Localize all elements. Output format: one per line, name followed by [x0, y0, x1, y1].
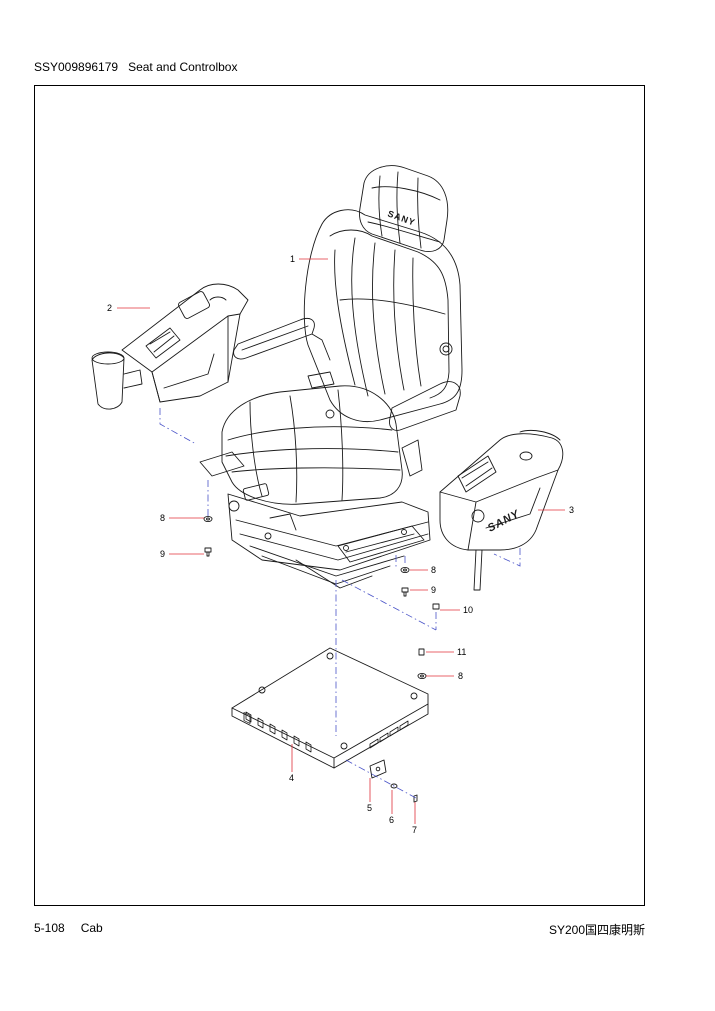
- page-header: SSY009896179 Seat and Controlbox: [34, 60, 237, 74]
- page-footer-left: 5-108 Cab: [34, 921, 103, 935]
- assembly-centerlines: [159, 408, 521, 799]
- callout-8b: 8: [431, 565, 436, 575]
- seat-cushion: [221, 385, 403, 505]
- seat-assembly: [199, 165, 463, 589]
- callout-3: 3: [569, 505, 574, 515]
- page-number: 5-108: [34, 921, 65, 935]
- left-controlbox: [91, 283, 249, 410]
- diagram-frame: [34, 85, 645, 906]
- callout-1: 1: [290, 254, 295, 264]
- seat-headrest: [359, 165, 449, 252]
- callout-8c: 8: [458, 671, 463, 681]
- floor-plate: [231, 647, 429, 769]
- callout-9a: 9: [160, 549, 165, 559]
- headrest-brand-mark: SANY: [386, 208, 417, 227]
- part-number: SSY009896179: [34, 60, 119, 74]
- hardware: [203, 515, 440, 803]
- callout-2: 2: [107, 303, 112, 313]
- controlbox-brand-mark: SANY: [486, 508, 523, 535]
- callout-5: 5: [367, 803, 372, 813]
- callout-7: 7: [412, 825, 417, 835]
- callout-11: 11: [457, 647, 466, 657]
- callout-10: 10: [463, 605, 473, 615]
- callout-4: 4: [289, 773, 294, 783]
- callout-leaders: [117, 258, 565, 824]
- model-name: SY200国四康明斯: [548, 923, 645, 937]
- callout-6: 6: [389, 815, 394, 825]
- callout-8a: 8: [160, 513, 165, 523]
- seat-back: [303, 209, 463, 422]
- seat-suspension-base: [227, 493, 431, 571]
- callout-labels: 1 2 3 4 5 6 7 8 9 8 9 10 11 8: [107, 254, 574, 835]
- right-controlbox: [439, 429, 564, 591]
- callout-9b: 9: [431, 585, 436, 595]
- page-title: Seat and Controlbox: [128, 60, 238, 74]
- section-name: Cab: [80, 921, 103, 935]
